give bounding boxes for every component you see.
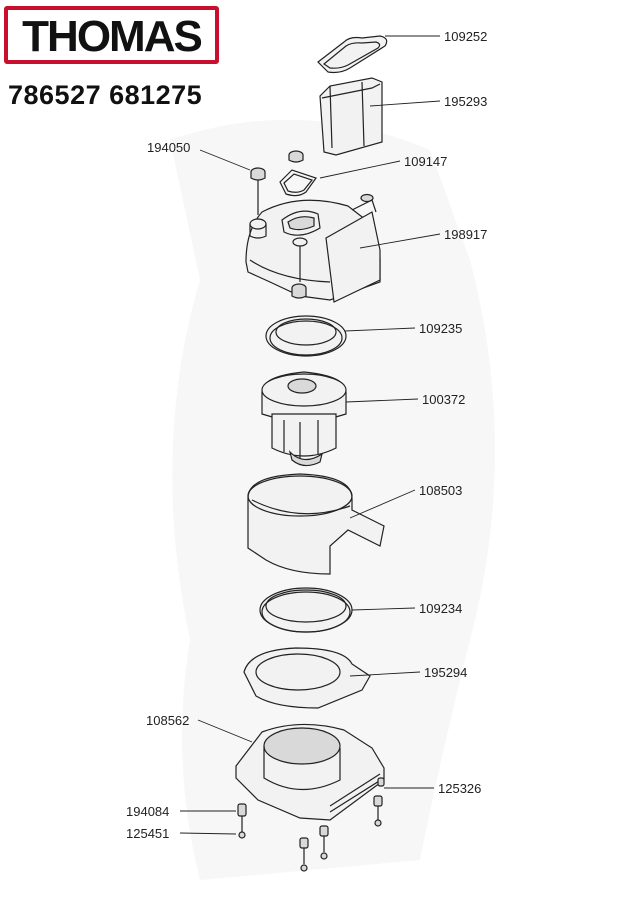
part-screws bbox=[237, 777, 385, 872]
thomas-logo: THOMAS bbox=[4, 6, 219, 64]
part-195293-frame bbox=[319, 77, 383, 156]
label-195293: 195293 bbox=[444, 94, 488, 109]
label-100372: 100372 bbox=[422, 392, 466, 407]
label-108562: 108562 bbox=[146, 713, 190, 728]
part-100372-motor bbox=[261, 371, 347, 467]
part-198917-housing bbox=[245, 199, 381, 303]
part-108503-sleeve bbox=[247, 473, 385, 575]
label-108503: 108503 bbox=[419, 483, 463, 498]
label-125326: 125326 bbox=[438, 781, 482, 796]
model-numbers: 786527 681275 bbox=[8, 80, 203, 110]
part-194050-plugs bbox=[250, 150, 374, 215]
label-125451: 125451 bbox=[126, 826, 170, 841]
part-109234-ring bbox=[259, 587, 353, 633]
label-109234: 109234 bbox=[419, 601, 463, 616]
brand-name: THOMAS bbox=[22, 12, 203, 61]
label-195294: 195294 bbox=[424, 665, 468, 680]
label-109252: 109252 bbox=[444, 29, 488, 44]
part-109147-seal bbox=[279, 169, 317, 197]
part-195294-plate bbox=[243, 647, 371, 709]
part-109235-ring bbox=[265, 315, 347, 357]
label-194084: 194084 bbox=[126, 804, 170, 819]
label-109147: 109147 bbox=[404, 154, 448, 169]
label-109235: 109235 bbox=[419, 321, 463, 336]
leader-lines bbox=[179, 35, 441, 835]
part-108562-base bbox=[235, 723, 385, 821]
label-198917: 198917 bbox=[444, 227, 488, 242]
part-109252-gasket bbox=[317, 35, 388, 74]
label-194050: 194050 bbox=[147, 140, 191, 155]
